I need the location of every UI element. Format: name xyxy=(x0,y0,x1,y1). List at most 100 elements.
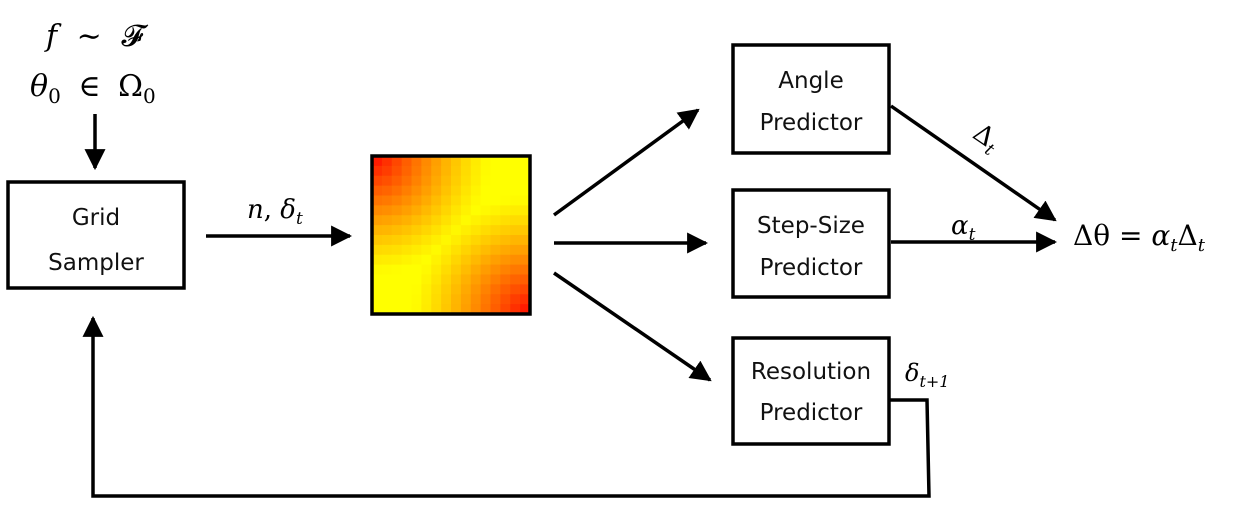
heatmap-cell xyxy=(431,205,442,216)
heatmap-cell xyxy=(520,294,531,305)
heatmap-cell xyxy=(510,185,521,197)
angle-predictor-label-line1: Angle xyxy=(778,68,843,94)
heatmap-cell xyxy=(480,185,492,197)
heatmap-cell xyxy=(480,244,492,256)
heatmap-cell xyxy=(401,185,413,197)
heatmap-cell xyxy=(460,175,472,187)
heatmap-cell xyxy=(391,254,403,266)
heatmap-cell xyxy=(451,264,462,276)
heatmap-cell xyxy=(372,274,383,285)
heatmap-cell xyxy=(381,274,393,285)
heatmap-cell xyxy=(441,304,452,315)
heatmap-cell xyxy=(460,205,472,216)
heatmap-cell xyxy=(470,185,482,197)
heatmap-cell xyxy=(372,156,383,167)
heatmap-cell xyxy=(460,264,472,276)
heatmap-cell xyxy=(451,195,462,206)
heatmap-cell xyxy=(451,304,462,315)
heatmap-cell xyxy=(441,185,452,197)
heatmap-cell xyxy=(391,156,403,167)
heatmap-cell xyxy=(460,235,472,246)
heatmap-cell xyxy=(520,205,531,216)
heatmap-cell xyxy=(490,264,501,276)
heatmap-cell xyxy=(520,244,531,256)
heatmap-cell xyxy=(372,195,383,206)
heatmap-cell xyxy=(372,165,383,177)
heatmap-cell xyxy=(401,244,413,256)
heatmap-cell xyxy=(490,175,501,187)
heatmap-cell xyxy=(451,175,462,187)
heatmap-cell xyxy=(421,264,432,276)
heatmap-cell xyxy=(520,185,531,197)
heatmap-cell xyxy=(401,235,413,246)
heatmap-cell xyxy=(381,175,393,187)
heatmap-cell xyxy=(441,225,452,236)
heatmap-cell xyxy=(500,195,511,206)
heatmap-cell xyxy=(470,304,482,315)
heatmap-cell xyxy=(510,235,521,246)
heatmap-cell xyxy=(431,225,442,236)
heatmap-cell xyxy=(490,294,501,305)
step-size-predictor-label-line1: Step-Size xyxy=(757,213,865,239)
output-update-equation: Δθ = αtΔt xyxy=(1073,219,1206,256)
heatmap-cell xyxy=(480,225,492,236)
heatmap-cell xyxy=(401,195,413,206)
heatmap-cell xyxy=(520,165,531,177)
heatmap-cell xyxy=(490,225,501,236)
heatmap-cell xyxy=(391,185,403,197)
heatmap-cell xyxy=(372,205,383,216)
heatmap-cell xyxy=(401,165,413,177)
heatmap-cell xyxy=(460,156,472,167)
heatmap-cell xyxy=(520,284,531,295)
heatmap-cell xyxy=(451,274,462,285)
heatmap-cell xyxy=(460,274,472,285)
step-output-label: αt xyxy=(951,211,976,245)
heatmap-cell xyxy=(490,254,501,266)
heatmap-cell xyxy=(411,244,422,256)
heatmap-cell xyxy=(431,274,442,285)
heatmap-cell xyxy=(460,244,472,256)
heatmap-to-angle-arrow xyxy=(552,108,700,217)
heatmap-cell xyxy=(431,156,442,167)
heatmap-cell xyxy=(460,225,472,236)
heatmap-cell xyxy=(381,264,393,276)
heatmap-cell xyxy=(451,254,462,266)
heatmap-cell xyxy=(500,284,511,295)
heatmap-cell xyxy=(460,185,472,197)
heatmap-cell xyxy=(391,195,403,206)
heatmap-cell xyxy=(500,254,511,266)
heatmap-cell xyxy=(372,225,383,236)
step-size-predictor-box: Step-Size Predictor xyxy=(731,188,891,299)
sampler-output-label: n, δt xyxy=(247,195,303,229)
heatmap-cell xyxy=(431,235,442,246)
heatmap-cell xyxy=(480,254,492,266)
heatmap-cell xyxy=(381,225,393,236)
heatmap-cell xyxy=(411,215,422,226)
step-size-predictor-label-line2: Predictor xyxy=(760,255,863,281)
angle-predictor-label-line2: Predictor xyxy=(760,110,863,136)
heatmap-cell xyxy=(500,264,511,276)
heatmap-cell xyxy=(470,274,482,285)
heatmap-cell xyxy=(470,175,482,187)
heatmap-cell xyxy=(431,215,442,226)
heatmap-cell xyxy=(391,205,403,216)
heatmap-cell xyxy=(391,264,403,276)
heatmap-cell xyxy=(401,225,413,236)
heatmap-cell xyxy=(401,294,413,305)
heatmap-cell xyxy=(441,264,452,276)
heatmap-cell xyxy=(411,274,422,285)
heatmap-cell xyxy=(500,304,511,315)
heatmap-cell xyxy=(460,294,472,305)
resolution-output-label: δt+1 xyxy=(905,359,949,391)
heatmap-cell xyxy=(480,304,492,315)
heatmap-cell xyxy=(490,284,501,295)
feedback-loop-arrow xyxy=(82,315,931,498)
heatmap-cell xyxy=(490,215,501,226)
heatmap-cell xyxy=(431,294,442,305)
heatmap-cell xyxy=(490,156,501,167)
input-initial-angle-label: θ0 ∈ Ω0 xyxy=(30,69,156,111)
heatmap-cell xyxy=(470,284,482,295)
heatmap-cell xyxy=(470,235,482,246)
grid-sampler-box: Grid Sampler xyxy=(6,180,186,290)
